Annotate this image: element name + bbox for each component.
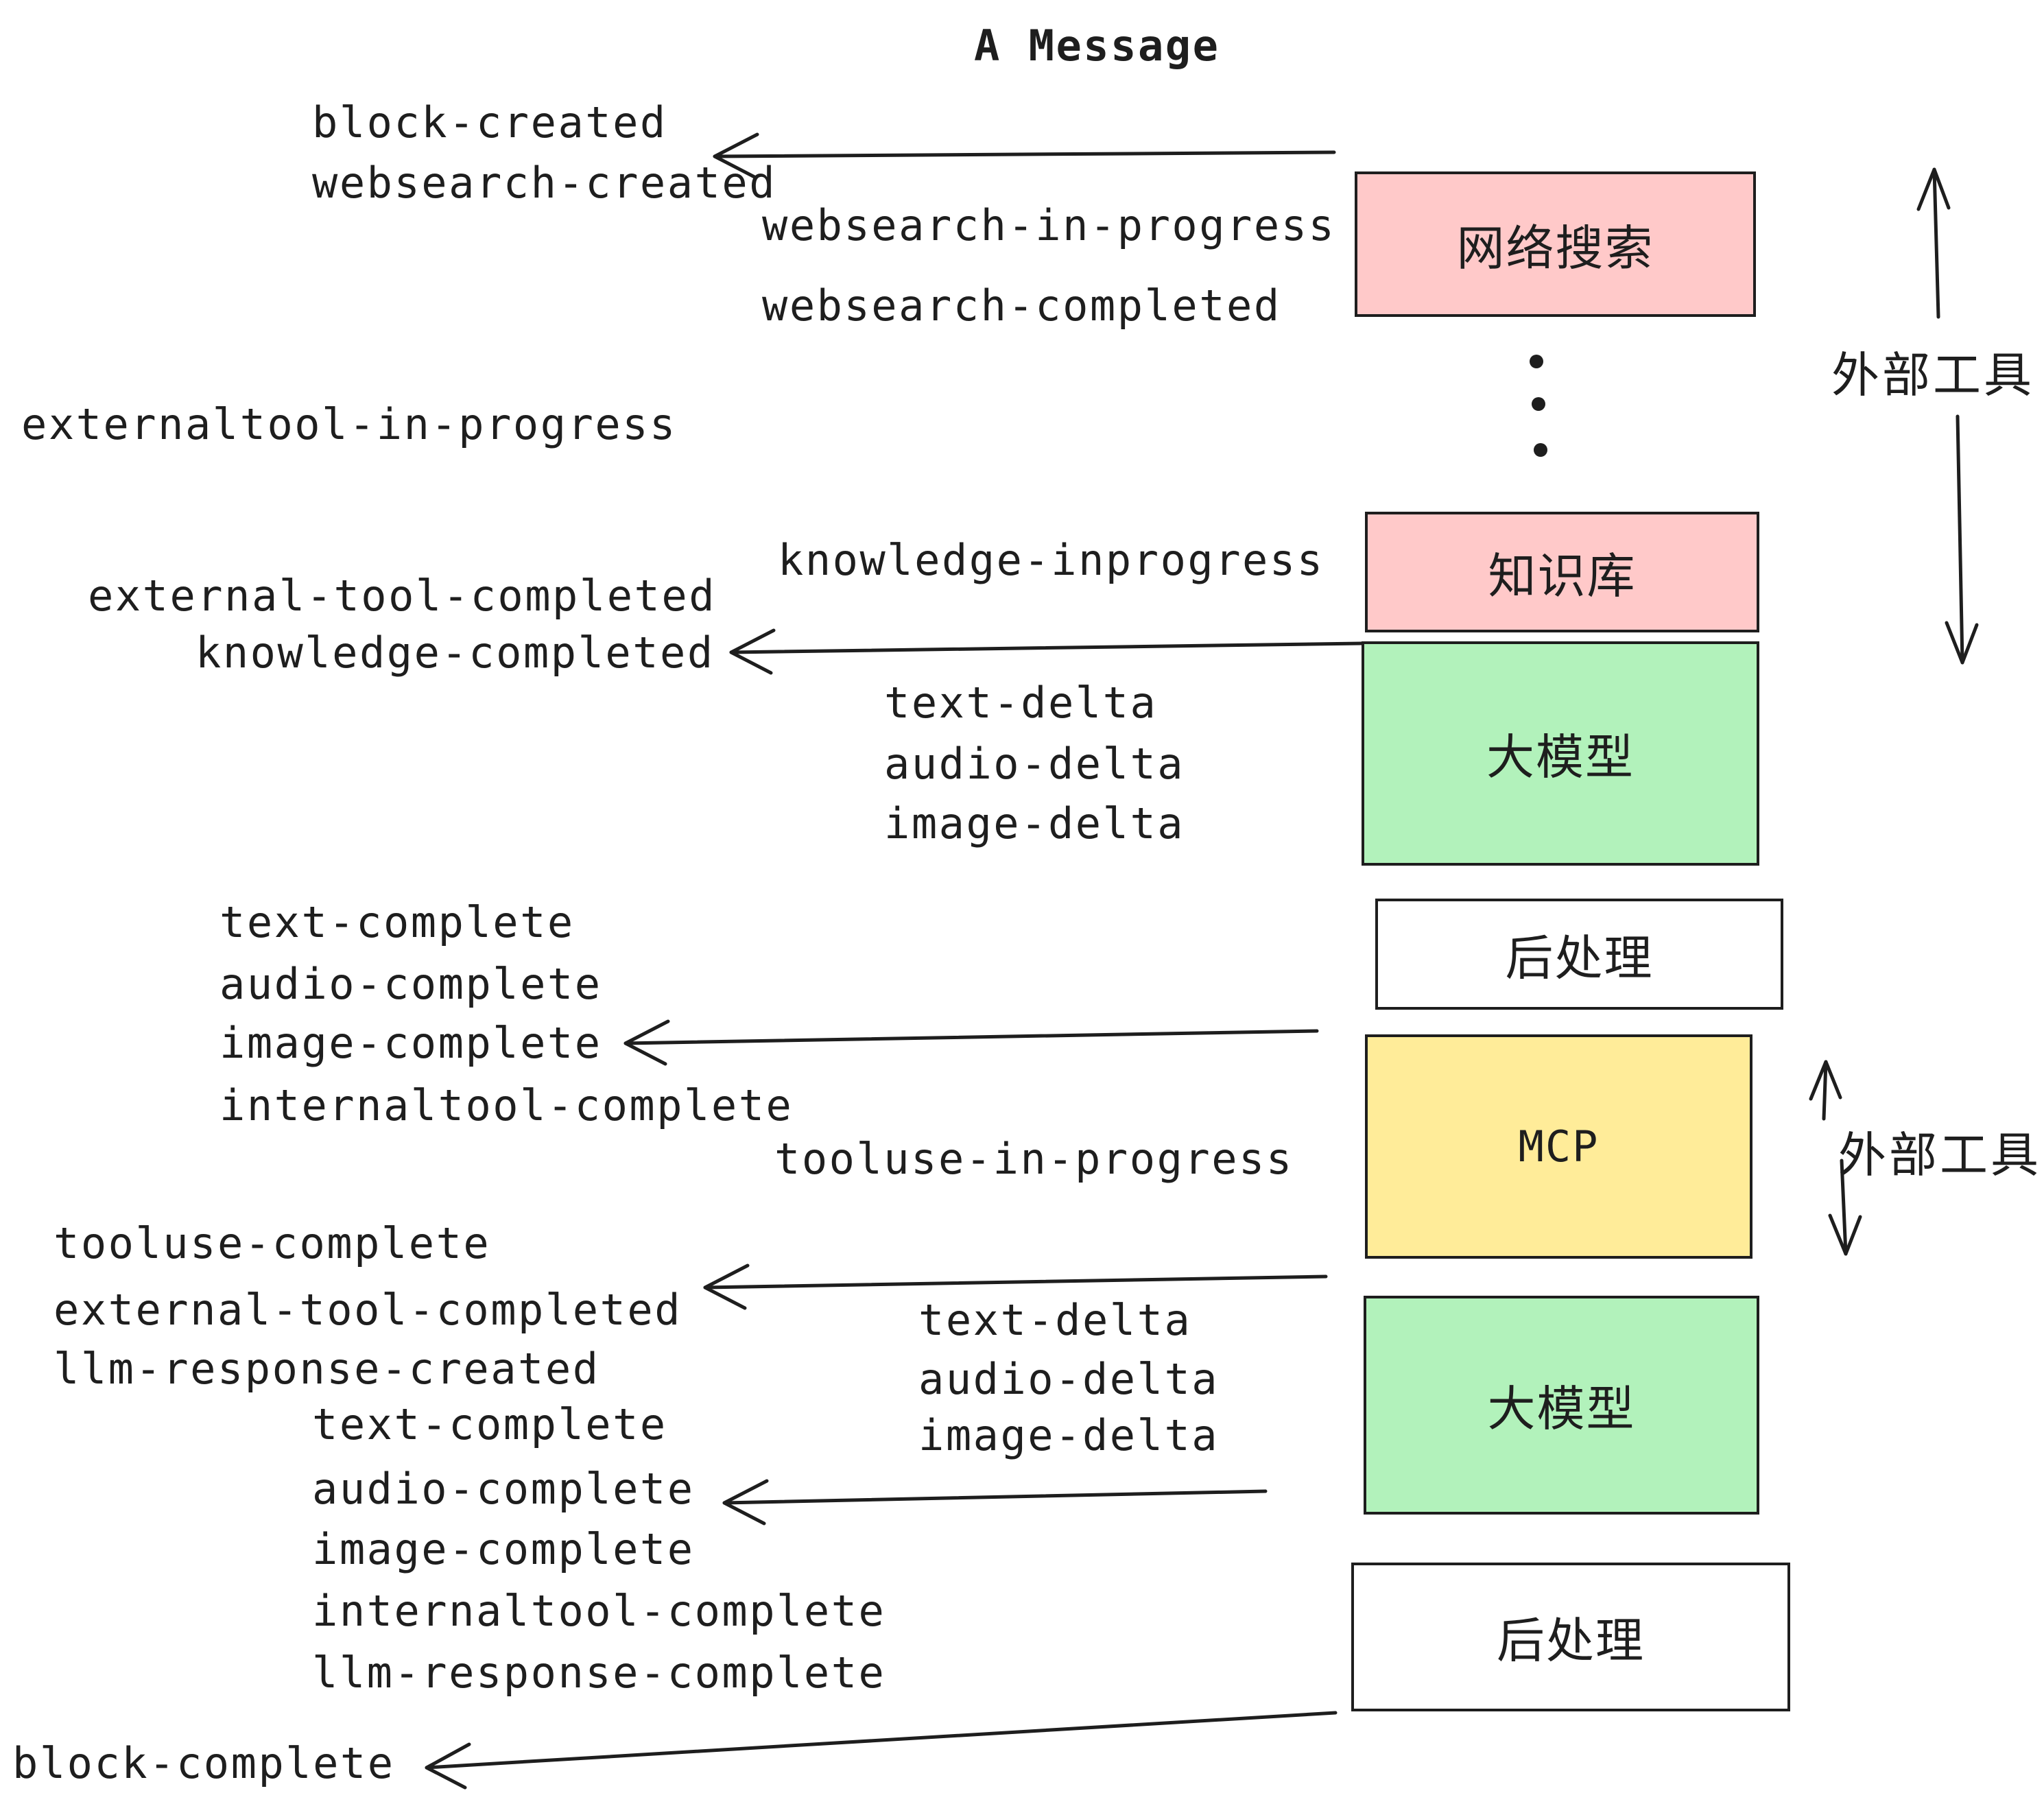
- box-mcp-label: MCP: [1518, 1121, 1600, 1172]
- arrow-knowledge-to-completed-icon: [729, 628, 1364, 675]
- arrow-postprocess-to-block-complete-icon: [425, 1711, 1338, 1790]
- annotation-external-tools-mcp: 外部工具: [1838, 1128, 2041, 1182]
- box-postprocess: 后处理: [1375, 899, 1783, 1010]
- arrow-up-external-tools-mcp-icon: [1809, 1060, 1842, 1121]
- box-postprocess-2: 后处理: [1351, 1563, 1790, 1711]
- event-label-externaltool-in-progress: externaltool-in-progress: [21, 399, 677, 450]
- ellipsis-dots-icon: [1530, 355, 1547, 457]
- event-label-websearch-completed: websearch-completed: [762, 281, 1281, 331]
- arrow-down-external-tools-top-icon: [1945, 414, 1979, 665]
- event-label-external-tool-completed-2: external-tool-completed: [54, 1285, 682, 1336]
- box-llm-label: 大模型: [1486, 731, 1635, 784]
- arrow-llm-to-complete-icon: [623, 1019, 1319, 1066]
- arrow-up-external-tools-top-icon: [1916, 167, 1951, 319]
- event-label-text-complete-2: text-complete: [312, 1399, 667, 1450]
- annotation-external-tools-top: 外部工具: [1831, 348, 2034, 402]
- event-label-image-complete-2: image-complete: [312, 1524, 695, 1575]
- event-label-llm-response-complete: llm-response-complete: [312, 1648, 886, 1698]
- arrow-websearch-to-created-icon: [713, 132, 1336, 179]
- box-llm: 大模型: [1362, 641, 1759, 866]
- event-label-image-complete: image-complete: [219, 1018, 602, 1069]
- box-postprocess-label: 后处理: [1505, 931, 1654, 985]
- event-label-audio-delta-2: audio-delta: [918, 1354, 1220, 1405]
- event-label-external-tool-completed: external-tool-completed: [88, 571, 717, 621]
- event-label-websearch-created: websearch-created: [312, 158, 777, 209]
- box-web-search: 网络搜索: [1355, 171, 1756, 317]
- box-knowledge-base-label: 知识库: [1488, 549, 1637, 603]
- box-llm-2-label: 大模型: [1487, 1382, 1636, 1436]
- box-llm-2: 大模型: [1364, 1296, 1759, 1515]
- event-label-knowledge-inprogress: knowledge-inprogress: [778, 535, 1324, 586]
- event-label-audio-complete: audio-complete: [219, 959, 602, 1010]
- box-knowledge-base: 知识库: [1365, 512, 1759, 632]
- event-label-websearch-in-progress: websearch-in-progress: [762, 200, 1336, 251]
- box-mcp: MCP: [1365, 1034, 1752, 1259]
- event-label-image-delta: image-delta: [884, 798, 1185, 849]
- event-label-image-delta-2: image-delta: [918, 1410, 1220, 1461]
- event-label-internaltool-complete: internaltool-complete: [219, 1080, 794, 1131]
- event-label-text-delta: text-delta: [884, 678, 1158, 728]
- event-label-audio-complete-2: audio-complete: [312, 1464, 695, 1515]
- diagram-title: A Message: [974, 21, 1220, 71]
- event-label-llm-response-created: llm-response-created: [54, 1344, 600, 1394]
- box-postprocess-2-label: 后处理: [1497, 1614, 1645, 1667]
- event-label-tooluse-in-progress: tooluse-in-progress: [774, 1134, 1294, 1185]
- box-web-search-label: 网络搜索: [1456, 221, 1654, 275]
- event-label-text-complete: text-complete: [219, 897, 575, 948]
- event-label-audio-delta: audio-delta: [884, 739, 1185, 790]
- event-label-knowledge-completed: knowledge-completed: [195, 628, 715, 678]
- event-label-text-delta-2: text-delta: [918, 1295, 1192, 1346]
- event-label-internaltool-complete-2: internaltool-complete: [312, 1586, 886, 1637]
- event-label-block-created: block-created: [312, 97, 667, 148]
- arrow-llm2-to-complete-icon: [722, 1479, 1268, 1526]
- event-label-block-complete: block-complete: [12, 1738, 395, 1789]
- event-label-tooluse-complete: tooluse-complete: [54, 1218, 491, 1269]
